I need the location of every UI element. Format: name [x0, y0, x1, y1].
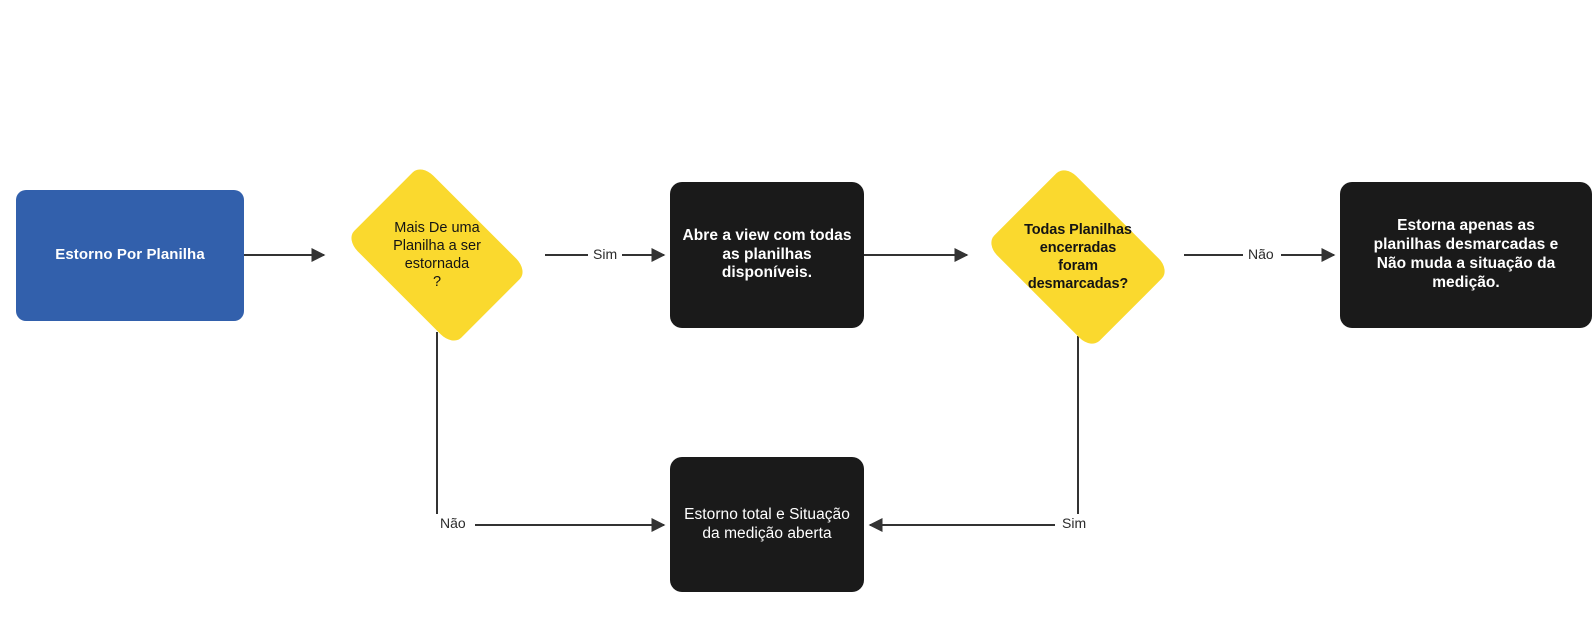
edge-label-nao-multiplas: Não [435, 514, 471, 532]
node-process-estorna-parcial[interactable]: Estorna apenas as planilhas desmarcadas … [1340, 182, 1592, 328]
node-process-estorno-total-label: Estorno total e Situação da medição aber… [684, 505, 850, 542]
node-process-estorno-total[interactable]: Estorno total e Situação da medição aber… [670, 457, 864, 592]
node-process-abre-view-label: Abre a view com todas as planilhas dispo… [682, 226, 852, 282]
node-process-abre-view[interactable]: Abre a view com todas as planilhas dispo… [670, 182, 864, 328]
node-decision-mais-de-uma-planilha-label: Mais De uma Planilha a ser estornada ? [393, 219, 481, 291]
node-start-label: Estorno Por Planilha [55, 246, 205, 264]
node-decision-todas-planilhas-desmarcadas-label: Todas Planilhas encerradas foram desmarc… [1024, 221, 1132, 293]
node-process-estorna-parcial-label: Estorna apenas as planilhas desmarcadas … [1373, 217, 1559, 291]
node-decision-mais-de-uma-planilha[interactable]: Mais De uma Planilha a ser estornada ? [330, 163, 544, 347]
edge-label-sim-desmarcadas: Sim [1057, 514, 1092, 532]
edge-label-nao-desmarcadas: Não [1243, 245, 1279, 263]
node-decision-todas-planilhas-desmarcadas[interactable]: Todas Planilhas encerradas foram desmarc… [971, 164, 1185, 350]
node-start-estorno-por-planilha[interactable]: Estorno Por Planilha [16, 190, 244, 321]
edge-label-sim-multiplas: Sim [588, 245, 623, 263]
